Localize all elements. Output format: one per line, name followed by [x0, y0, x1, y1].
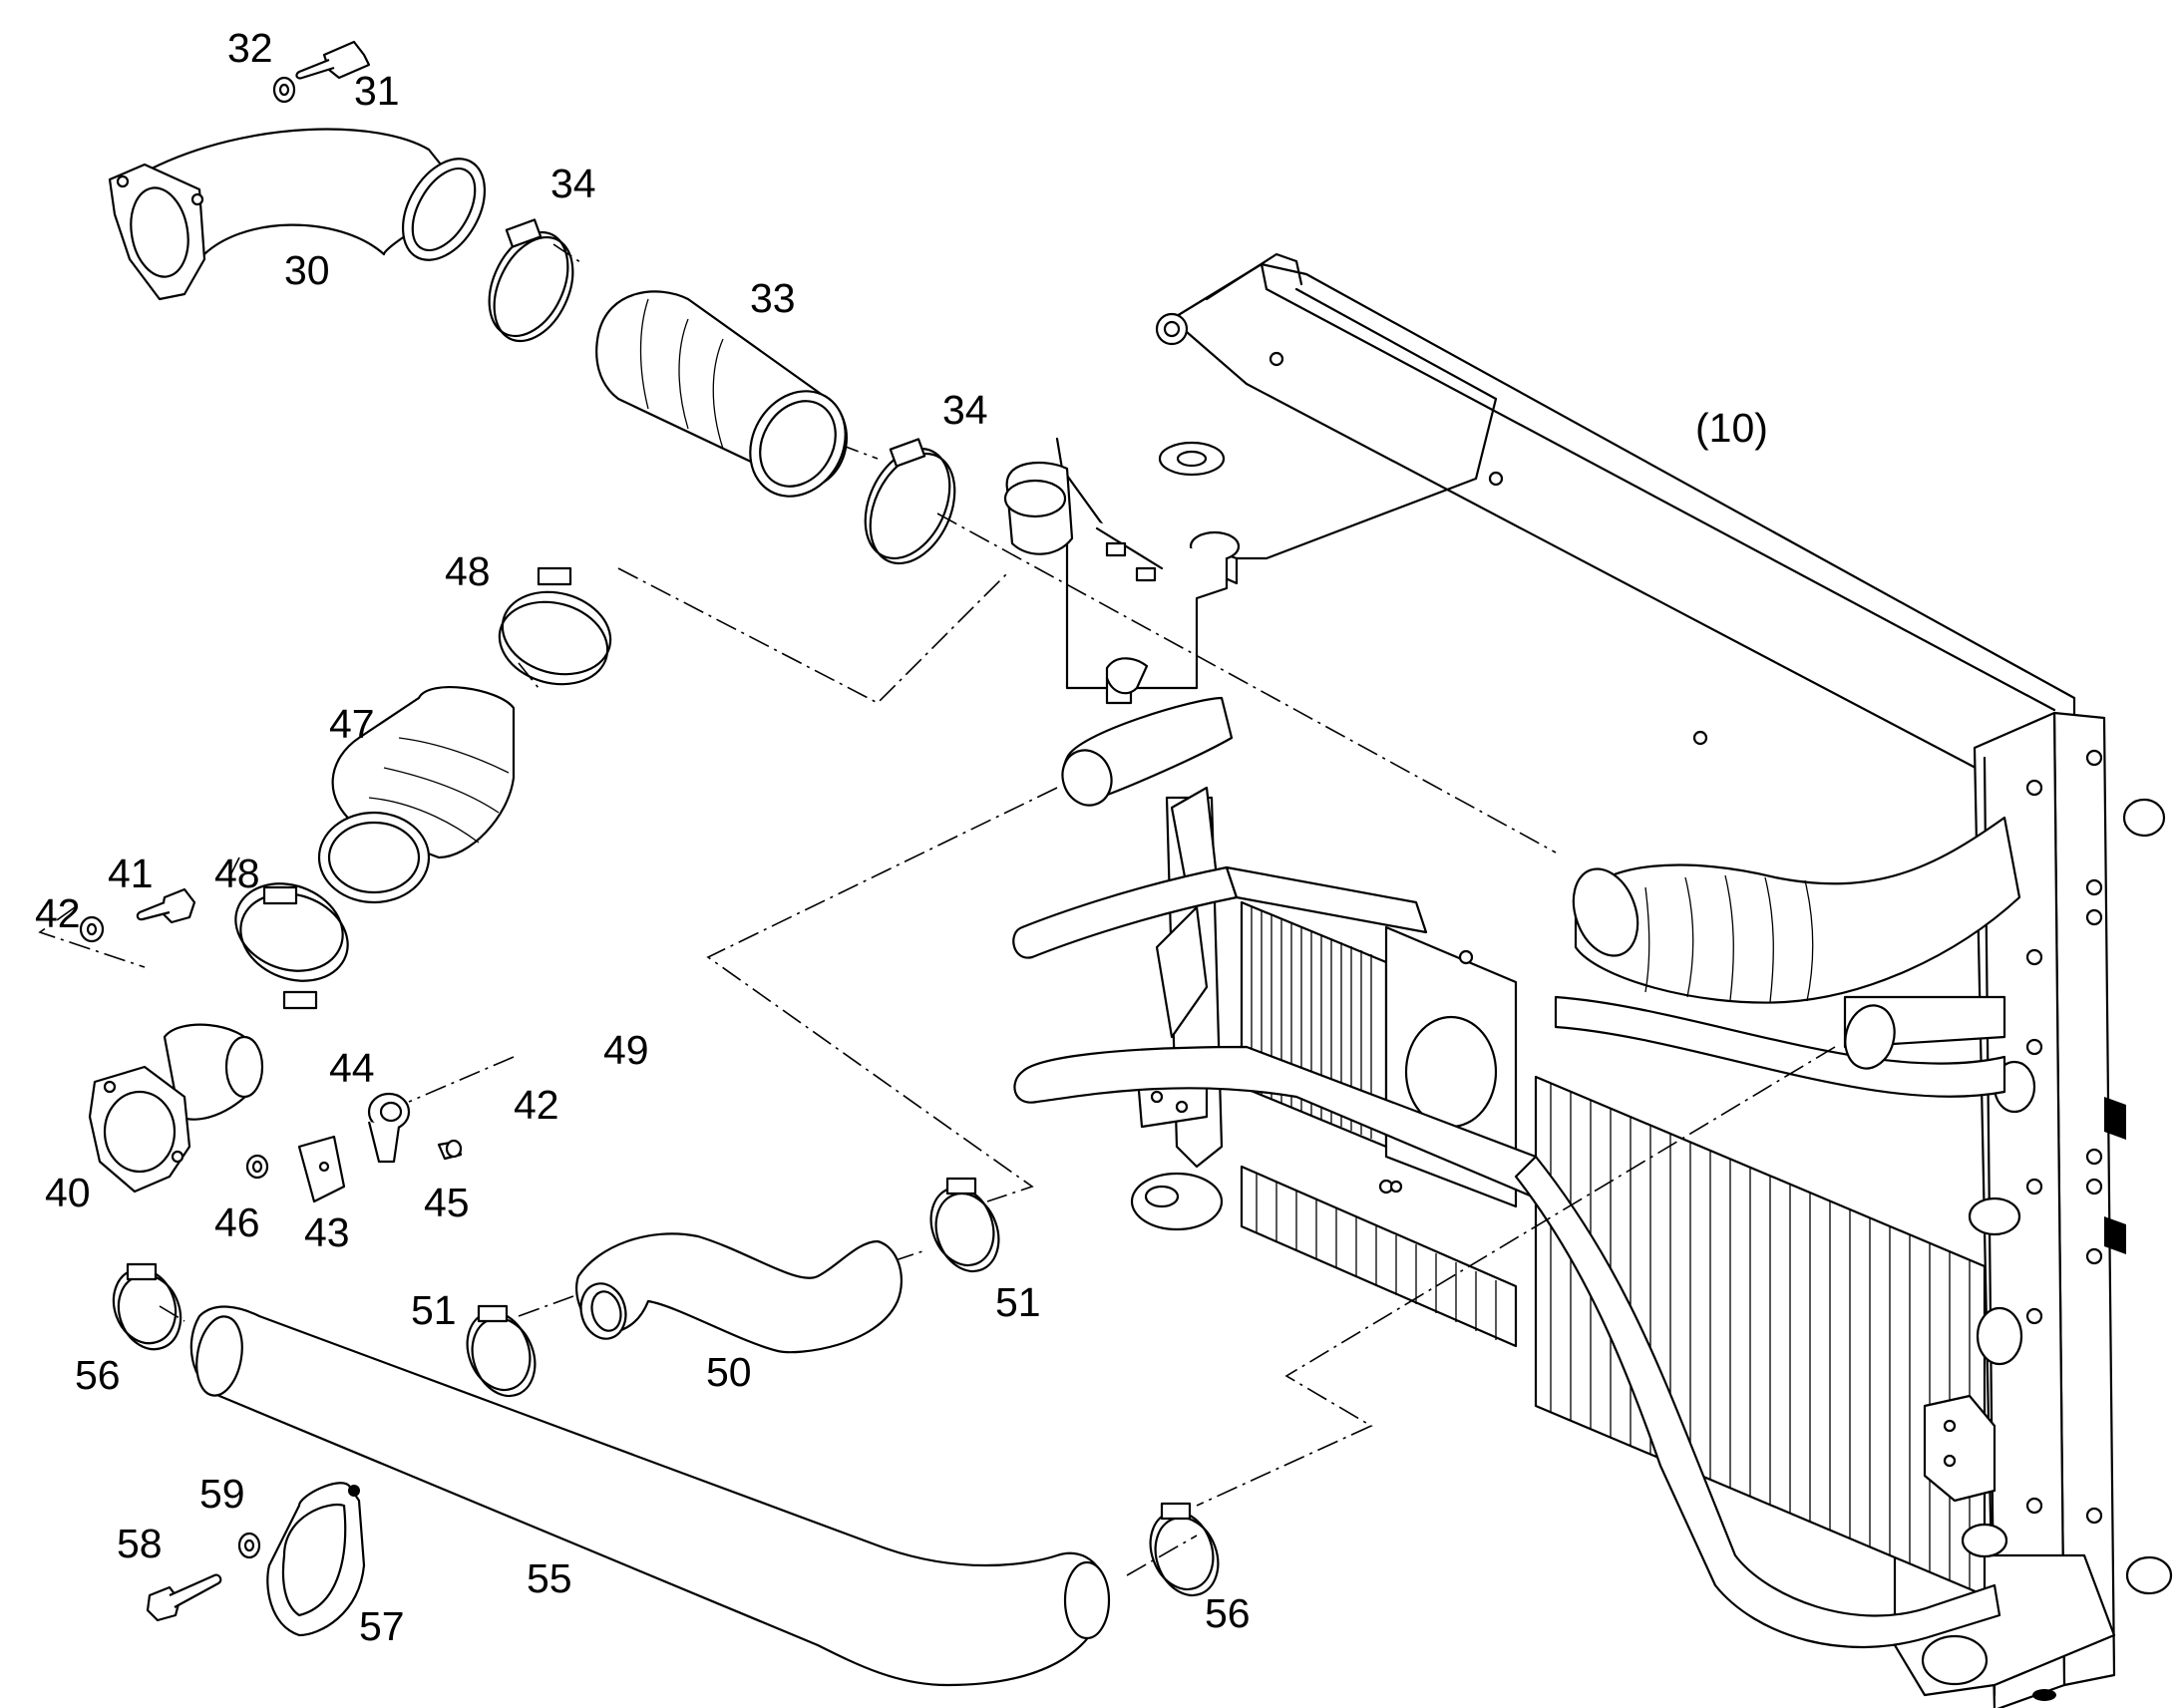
part-40-adapter-flange — [88, 1023, 264, 1194]
label-45: 45 — [424, 1180, 470, 1225]
part-48-hose-clamp-lower — [234, 882, 349, 1010]
label-32: 32 — [227, 25, 273, 71]
label-56-right: 56 — [1205, 1590, 1251, 1636]
label-51-left: 51 — [411, 1287, 457, 1333]
label-44: 44 — [329, 1045, 375, 1091]
part-47-rubber-hose — [317, 686, 516, 904]
part-31-bolt — [295, 40, 371, 80]
label-49: 49 — [603, 1027, 649, 1073]
part-48-hose-clamp-upper — [498, 566, 612, 686]
part-34-hose-clamp-upper — [488, 218, 574, 343]
label-34-upper: 34 — [550, 161, 596, 206]
label-58: 58 — [117, 1521, 163, 1566]
part-44-p-clip — [367, 1092, 411, 1164]
label-48-lower: 48 — [214, 851, 260, 896]
label-46: 46 — [214, 1199, 260, 1245]
frame-bolts — [1269, 351, 2103, 1525]
label-41: 41 — [108, 851, 154, 896]
part-34-hose-clamp-lower — [864, 438, 956, 565]
part-41-bolt — [136, 887, 196, 924]
label-47: 47 — [329, 701, 375, 747]
label-51-right: 51 — [995, 1279, 1041, 1325]
part-55-long-hose — [189, 1305, 1111, 1687]
leader-lines — [38, 243, 1836, 1576]
label-56-left: 56 — [75, 1352, 121, 1398]
label-59: 59 — [199, 1471, 245, 1517]
label-50: 50 — [706, 1349, 752, 1395]
label-34-lower: 34 — [942, 387, 988, 433]
part-56-hose-clamp-upper — [112, 1262, 182, 1351]
part-42-washer-left — [79, 915, 105, 943]
label-42-right: 42 — [514, 1082, 559, 1128]
label-30: 30 — [284, 247, 330, 293]
label-31: 31 — [354, 68, 400, 114]
part-57-hose-bracket — [266, 1482, 366, 1637]
part-56-hose-clamp-lower — [1149, 1502, 1220, 1597]
part-labels: 30 32 31 34 33 34 (10) 48 47 41 48 42 49… — [35, 25, 1768, 1649]
label-43: 43 — [304, 1209, 350, 1255]
label-48-upper: 48 — [445, 548, 491, 594]
part-59-washer — [237, 1532, 261, 1559]
part-51-hose-clamp-right — [929, 1177, 1000, 1273]
label-10-radiator: (10) — [1695, 405, 1768, 451]
part-30-elbow-pipe — [108, 128, 487, 301]
part-50-bent-hose — [575, 1232, 903, 1354]
label-33: 33 — [750, 275, 796, 321]
part-43-plate — [297, 1135, 346, 1203]
label-55: 55 — [527, 1555, 572, 1601]
label-57: 57 — [359, 1603, 405, 1649]
part-58-bolt — [146, 1573, 222, 1622]
part-33-rubber-hose — [595, 290, 849, 498]
radiator-assembly — [1003, 252, 2173, 1708]
label-42-left: 42 — [35, 890, 81, 936]
part-32-washer — [272, 76, 296, 104]
part-45-screw — [437, 1139, 463, 1161]
radiator-core-right — [1534, 1075, 1987, 1597]
part-51-hose-clamp-left — [466, 1304, 537, 1398]
part-46-nut — [245, 1154, 269, 1180]
label-40: 40 — [45, 1170, 91, 1215]
